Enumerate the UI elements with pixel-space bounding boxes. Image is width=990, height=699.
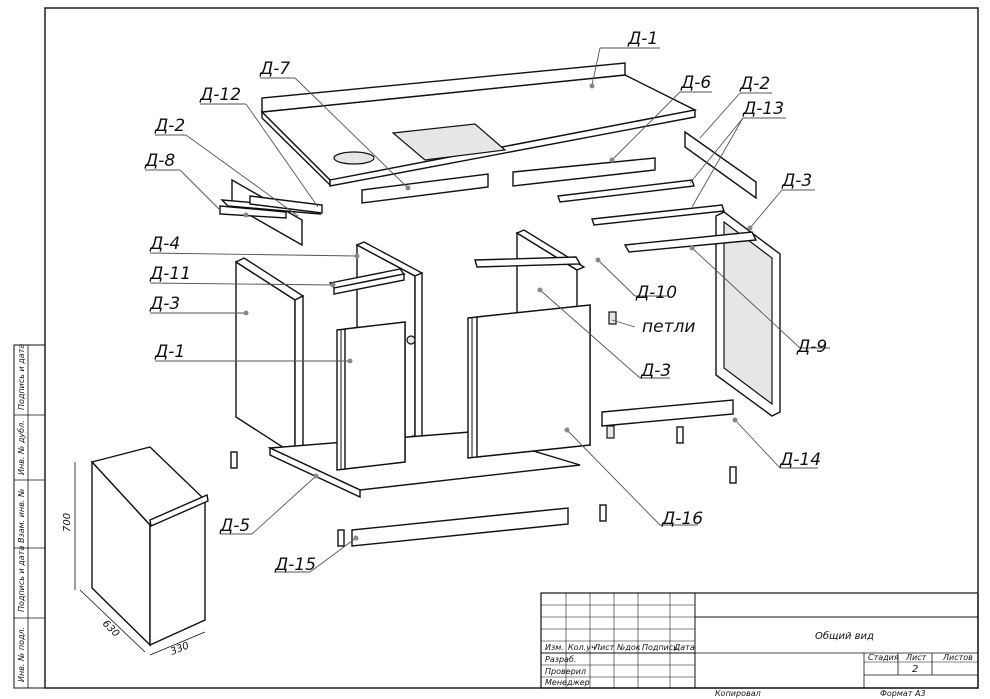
stamp-label-3: Взам. инв. № [17, 489, 26, 543]
legs [230, 426, 737, 547]
leader-lines [145, 47, 830, 573]
tb-header-list: Лист [593, 643, 615, 652]
callout-d16: Д-16 [661, 509, 703, 529]
dimension-height: 700 [62, 513, 73, 532]
callout-d11: Д-11 [149, 264, 191, 284]
stamp-label-5: Инв. № подл. [17, 627, 26, 682]
dimension-depth: 630 [100, 618, 121, 639]
part-bottom-edge [269, 446, 361, 499]
tb-header-ndok: №док [616, 643, 641, 652]
title-block [540, 592, 979, 689]
part-door-left [336, 321, 406, 471]
stamp-label-2: Инв. № дубл. [17, 420, 26, 475]
tb-header-koluch: Кол.уч [568, 643, 596, 652]
leader-dots [243, 83, 753, 541]
part-rail-d7 [361, 173, 489, 204]
tb-header-izm: Изм. [545, 643, 564, 652]
hinge-group [606, 311, 617, 439]
callout-d3-right: Д-3 [781, 171, 812, 191]
part-right-frame [623, 211, 781, 417]
part-profile-d13b [591, 204, 725, 226]
part-profile-d13a [557, 179, 695, 203]
tb-row-proveril: Проверил [545, 667, 586, 676]
stamp-label-4: Подпись и дата [17, 546, 26, 612]
callout-d2-right: Д-2 [739, 74, 770, 94]
callout-d13: Д-13 [742, 99, 784, 119]
callout-d1-top: Д-1 [627, 29, 658, 49]
part-plinth-d14 [601, 399, 734, 427]
footer-format: Формат А3 [880, 689, 926, 698]
tb-header-podpis: Подпись [642, 643, 678, 652]
callout-d3-mid: Д-3 [640, 361, 671, 381]
callout-d12: Д-12 [199, 85, 241, 105]
callout-d10: Д-10 [635, 283, 677, 303]
callout-d15: Д-15 [274, 555, 316, 575]
part-plinth-d15 [351, 507, 569, 547]
overview-cabinet [74, 446, 209, 656]
side-stamp: Подпись и дата Инв. № дубл. Взам. инв. №… [13, 344, 46, 689]
dimension-width: 330 [169, 640, 191, 657]
tb-row-razrab: Разраб. [545, 655, 576, 664]
tb-sheets-label: Листов [942, 653, 973, 662]
callout-d2-left: Д-2 [154, 116, 185, 136]
tb-stage-label: Стадия [868, 653, 899, 662]
part-left-bracket [219, 178, 323, 247]
part-rail-d10 [474, 256, 582, 268]
part-countertop [260, 62, 698, 187]
part-door-right [467, 304, 591, 459]
tb-header-data: Дата [673, 643, 695, 652]
tb-doc-title: Общий вид [815, 630, 874, 642]
callout-d3-left: Д-3 [149, 294, 180, 314]
tb-row-manager: Менеджер [545, 678, 590, 687]
callout-d8: Д-8 [144, 151, 175, 171]
callout-d5: Д-5 [219, 516, 250, 536]
part-side-panel-mid [515, 229, 586, 319]
callout-d7: Д-7 [259, 59, 290, 79]
callout-d4: Д-4 [149, 234, 180, 254]
part-panel-d2-right [684, 130, 757, 200]
callout-d6: Д-6 [680, 73, 711, 93]
callout-d1-left: Д-1 [154, 342, 185, 362]
part-side-panel-left [234, 257, 305, 457]
callout-d9: Д-9 [796, 337, 827, 357]
part-rail-d6 [512, 157, 656, 187]
footer-copied: Копировал [715, 689, 761, 698]
callout-d14: Д-14 [779, 450, 821, 470]
callout-hinges: петли [642, 317, 695, 337]
stamp-label-1: Подпись и дата [17, 344, 26, 410]
tb-sheet-number: 2 [912, 664, 918, 675]
tb-sheet-label: Лист [905, 653, 927, 662]
